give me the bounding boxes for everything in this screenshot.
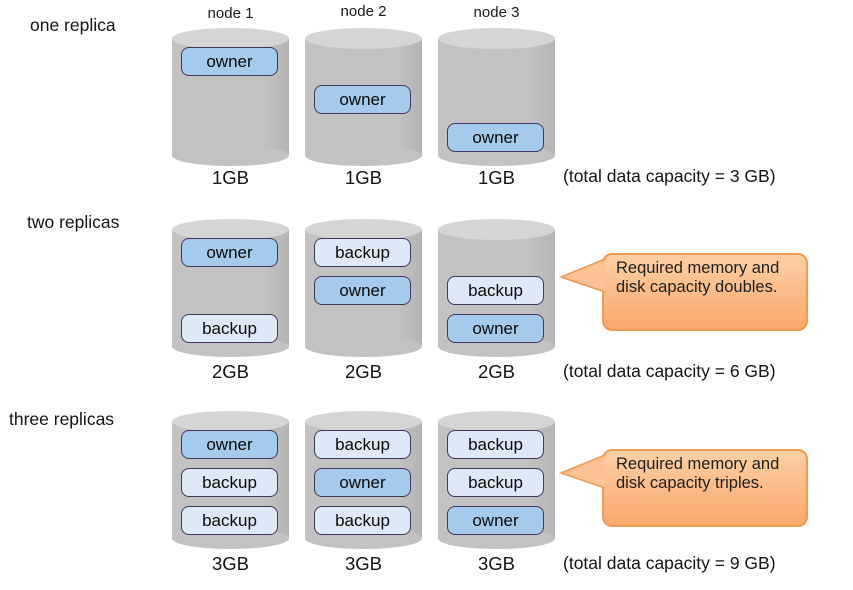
cylinder-one-replica-node-3: owner [438,28,555,166]
node-header-1: node 1 [207,5,254,22]
total-capacity-one-replica: (total data capacity = 3 GB) [563,166,776,186]
owner-box: owner [314,276,411,305]
capacity-label: 1GB [477,167,516,188]
owner-box: owner [447,506,544,535]
owner-box: owner [181,238,278,267]
backup-box: backup [181,506,278,535]
cylinder-top-ellipse [172,28,289,49]
row-label-one-replica: one replica [30,15,116,35]
cylinder-bottom-ellipse [172,145,289,166]
node-header-2: node 2 [340,3,387,20]
owner-box: owner [447,123,544,152]
capacity-label: 1GB [211,167,250,188]
cylinder-two-replicas-node-2: backup owner [305,219,422,357]
backup-box: backup [447,468,544,497]
cylinder-top-ellipse [305,219,422,240]
capacity-label: 3GB [344,553,383,574]
cylinder-three-replicas-node-1: owner backup backup [172,411,289,549]
callout-doubles: Required memory and disk capacity double… [558,253,808,331]
capacity-label: 2GB [477,361,516,382]
callout-text: Required memory and disk capacity double… [616,259,780,297]
backup-box: backup [447,430,544,459]
cylinder-top-ellipse [172,411,289,432]
row-label-three-replicas: three replicas [9,409,115,429]
backup-box: backup [181,314,278,343]
owner-box: owner [181,47,278,76]
cylinder-bottom-ellipse [305,145,422,166]
cylinder-top-ellipse [438,28,555,49]
backup-box: backup [181,468,278,497]
backup-box: backup [314,430,411,459]
cylinder-three-replicas-node-3: backup backup owner [438,411,555,549]
total-capacity-three-replicas: (total data capacity = 9 GB) [563,553,776,573]
cylinder-two-replicas-node-1: owner backup [172,219,289,357]
callout-text: Required memory and disk capacity triple… [616,455,780,493]
owner-box: owner [314,85,411,114]
node-header-3: node 3 [473,4,520,21]
capacity-label: 3GB [211,553,250,574]
backup-box: backup [447,276,544,305]
callout-triples: Required memory and disk capacity triple… [558,449,808,527]
callout-pointer-icon [558,453,606,494]
capacity-label: 2GB [344,361,383,382]
capacity-label: 3GB [477,553,516,574]
owner-box: owner [181,430,278,459]
cylinder-three-replicas-node-2: backup owner backup [305,411,422,549]
cylinder-top-ellipse [438,411,555,432]
callout-pointer-icon [558,257,606,298]
cylinder-top-ellipse [305,28,422,49]
backup-box: backup [314,238,411,267]
owner-box: owner [314,468,411,497]
cylinder-top-ellipse [172,219,289,240]
capacity-label: 2GB [211,361,250,382]
cylinder-one-replica-node-1: owner [172,28,289,166]
owner-box: owner [447,314,544,343]
cylinder-top-ellipse [438,219,555,240]
cylinder-one-replica-node-2: owner [305,28,422,166]
backup-box: backup [314,506,411,535]
cylinder-top-ellipse [305,411,422,432]
cylinder-two-replicas-node-3: backup owner [438,219,555,357]
total-capacity-two-replicas: (total data capacity = 6 GB) [563,361,776,381]
callout-bubble [602,449,808,527]
callout-bubble [602,253,808,331]
cylinder-bottom-ellipse [305,336,422,357]
row-label-two-replicas: two replicas [27,212,120,232]
capacity-label: 1GB [344,167,383,188]
